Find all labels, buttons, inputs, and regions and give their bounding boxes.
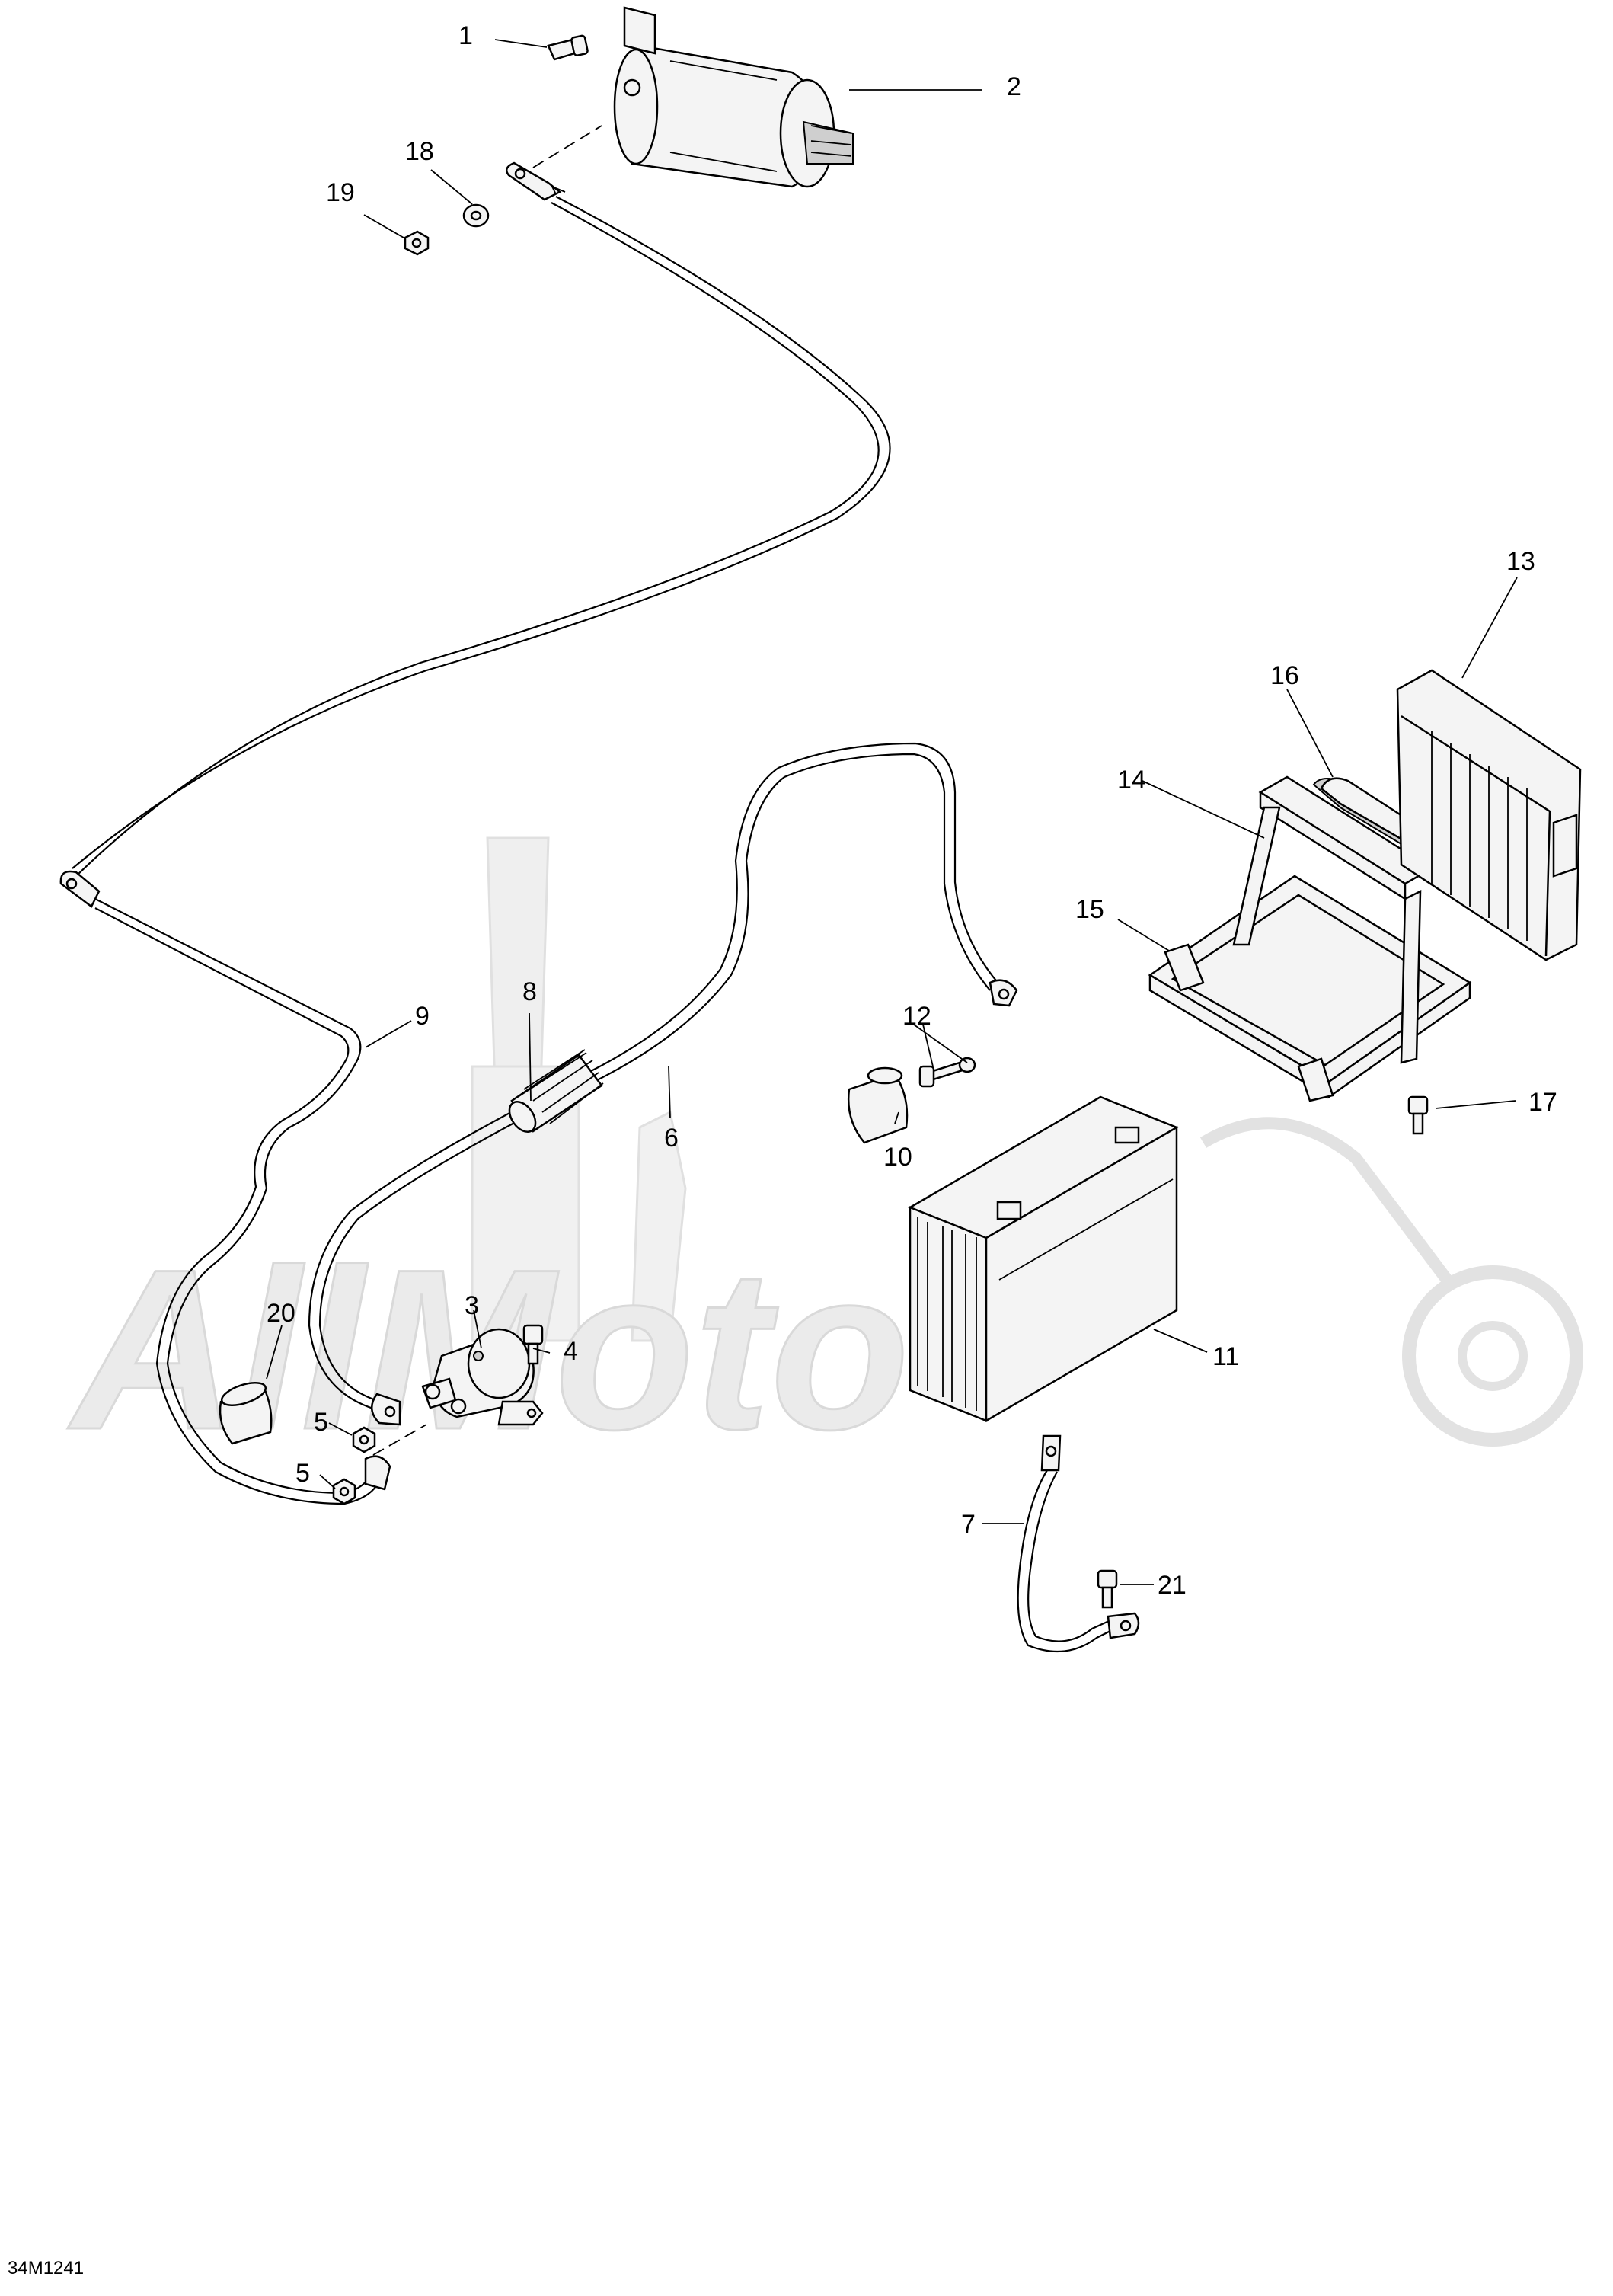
callout-10: 10 bbox=[883, 1143, 912, 1172]
callouts: 1 2 3 4 5 5 6 7 8 9 10 11 12 13 14 15 16… bbox=[267, 21, 1557, 1600]
callout-9: 9 bbox=[415, 1002, 430, 1031]
callout-6: 6 bbox=[664, 1124, 679, 1153]
callout-14: 14 bbox=[1117, 766, 1146, 795]
bolt-1 bbox=[547, 34, 589, 61]
callout-5-lower: 5 bbox=[295, 1459, 310, 1488]
dashed-leader-solenoid bbox=[372, 1424, 427, 1456]
callout-18: 18 bbox=[405, 137, 434, 166]
nut-19 bbox=[404, 230, 430, 256]
nut-5-lower bbox=[332, 1478, 356, 1505]
callout-7: 7 bbox=[961, 1510, 976, 1539]
drawing-code: 34M1241 bbox=[8, 2258, 84, 2278]
callout-5-upper: 5 bbox=[314, 1408, 328, 1437]
callout-12: 12 bbox=[902, 1002, 931, 1031]
callout-20: 20 bbox=[267, 1299, 295, 1328]
nut-5-upper bbox=[352, 1426, 376, 1453]
callout-13: 13 bbox=[1506, 547, 1535, 576]
callout-11: 11 bbox=[1212, 1342, 1239, 1371]
boot-10 bbox=[848, 1066, 909, 1144]
callout-4: 4 bbox=[564, 1337, 578, 1366]
starter-motor bbox=[613, 6, 854, 188]
callout-16: 16 bbox=[1270, 661, 1299, 690]
washer-18 bbox=[462, 203, 490, 228]
spacer-8 bbox=[508, 1049, 604, 1133]
dashed-leader-starter bbox=[532, 125, 602, 168]
boot-20 bbox=[219, 1382, 273, 1445]
battery-cable-6 bbox=[308, 742, 1018, 1426]
bolt-21 bbox=[1097, 1569, 1118, 1609]
leader-lines bbox=[266, 39, 1518, 1585]
ground-cable-7 bbox=[1017, 1434, 1140, 1653]
callout-21: 21 bbox=[1158, 1571, 1187, 1600]
callout-19: 19 bbox=[326, 178, 355, 207]
callout-1: 1 bbox=[458, 21, 473, 50]
callout-3: 3 bbox=[465, 1291, 479, 1320]
bolt-17 bbox=[1407, 1095, 1429, 1135]
callout-2: 2 bbox=[1007, 72, 1021, 101]
bolt-12 bbox=[918, 1057, 976, 1088]
cover-13 bbox=[1396, 669, 1582, 961]
starter-cable-eyelet bbox=[505, 161, 562, 201]
battery-11 bbox=[908, 1095, 1179, 1423]
callout-8: 8 bbox=[522, 977, 537, 1006]
callout-15: 15 bbox=[1075, 895, 1104, 924]
starter-cable-9 bbox=[59, 196, 891, 1505]
callout-17: 17 bbox=[1528, 1088, 1557, 1117]
battery-tray-15 bbox=[1148, 875, 1472, 1102]
